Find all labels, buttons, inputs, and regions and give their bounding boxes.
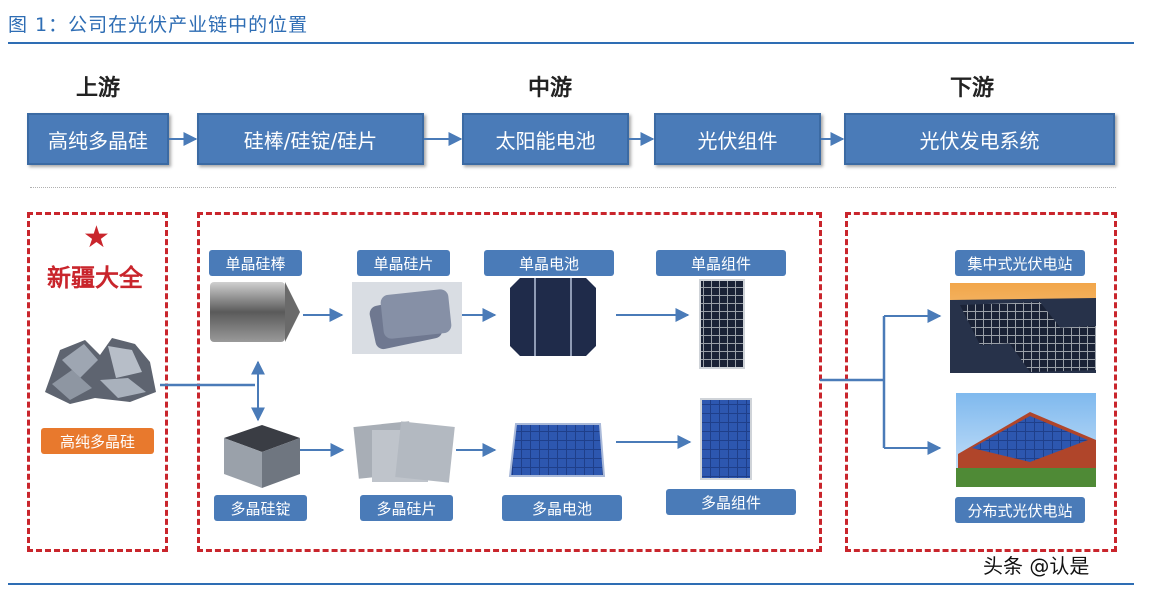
label-rooftop-plant: 分布式光伏电站 — [955, 497, 1085, 523]
star-icon: ★ — [83, 220, 110, 255]
poly-ingot-image — [224, 425, 300, 488]
polysilicon-chunks-image — [45, 338, 156, 404]
mono-cell-image — [510, 278, 596, 356]
bottom-rule — [8, 583, 1134, 585]
label-poly-cell: 多晶电池 — [502, 495, 622, 521]
panel-midstream — [197, 212, 822, 552]
poly-module-image — [700, 398, 752, 480]
mono-wafer-image — [352, 282, 462, 354]
mono-ingot-image — [210, 282, 300, 342]
label-poly-ingot: 多晶硅锭 — [214, 495, 307, 521]
label-poly-wafer: 多晶硅片 — [360, 495, 453, 521]
label-poly-module: 多晶组件 — [666, 489, 796, 515]
stage-midstream: 中游 — [528, 76, 573, 101]
chain-box-ingot-wafer: 硅棒/硅锭/硅片 — [197, 113, 424, 165]
connector-mid-to-down — [820, 309, 942, 455]
watermark: 头条 @认是 — [983, 554, 1090, 578]
poly-row-arrows — [300, 435, 692, 457]
rooftop-plant-image — [956, 393, 1096, 487]
panel-upstream — [27, 212, 168, 552]
stage-downstream: 下游 — [950, 76, 995, 101]
label-mono-cell: 单晶电池 — [484, 250, 614, 276]
mono-module-image — [699, 279, 745, 369]
label-mono-ingot: 单晶硅棒 — [209, 250, 302, 276]
label-polysilicon: 高纯多晶硅 — [41, 428, 154, 454]
utility-plant-image — [950, 283, 1096, 373]
title-rule — [8, 42, 1134, 44]
figure-title: 图 1：公司在光伏产业链中的位置 — [8, 14, 309, 36]
chain-box-solar-cell: 太阳能电池 — [462, 113, 629, 165]
brand-name: 新疆大全 — [47, 264, 143, 292]
poly-wafer-image — [353, 421, 455, 483]
chain-box-polysilicon: 高纯多晶硅 — [27, 113, 169, 165]
connector-left-to-mid — [160, 360, 265, 422]
poly-cell-image — [508, 423, 606, 477]
label-utility-plant: 集中式光伏电站 — [955, 250, 1085, 276]
label-mono-module: 单晶组件 — [656, 250, 786, 276]
stage-upstream: 上游 — [76, 76, 121, 101]
separator-line — [30, 187, 1116, 188]
panel-downstream — [845, 212, 1117, 552]
chain-box-pv-module: 光伏组件 — [654, 113, 821, 165]
chain-box-pv-system: 光伏发电系统 — [844, 113, 1115, 165]
label-mono-wafer: 单晶硅片 — [357, 250, 450, 276]
